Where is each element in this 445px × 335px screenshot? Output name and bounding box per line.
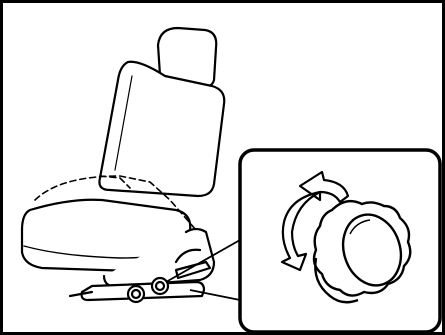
car-seat-icon	[20, 26, 226, 304]
small-knob-1	[126, 284, 146, 304]
rotation-arrow-icon	[280, 170, 350, 272]
callout-leader	[165, 239, 241, 301]
small-knob-2	[150, 276, 170, 296]
backrest	[98, 60, 226, 198]
hidden-outline	[34, 175, 197, 231]
adjustment-knob-icon	[312, 199, 412, 304]
